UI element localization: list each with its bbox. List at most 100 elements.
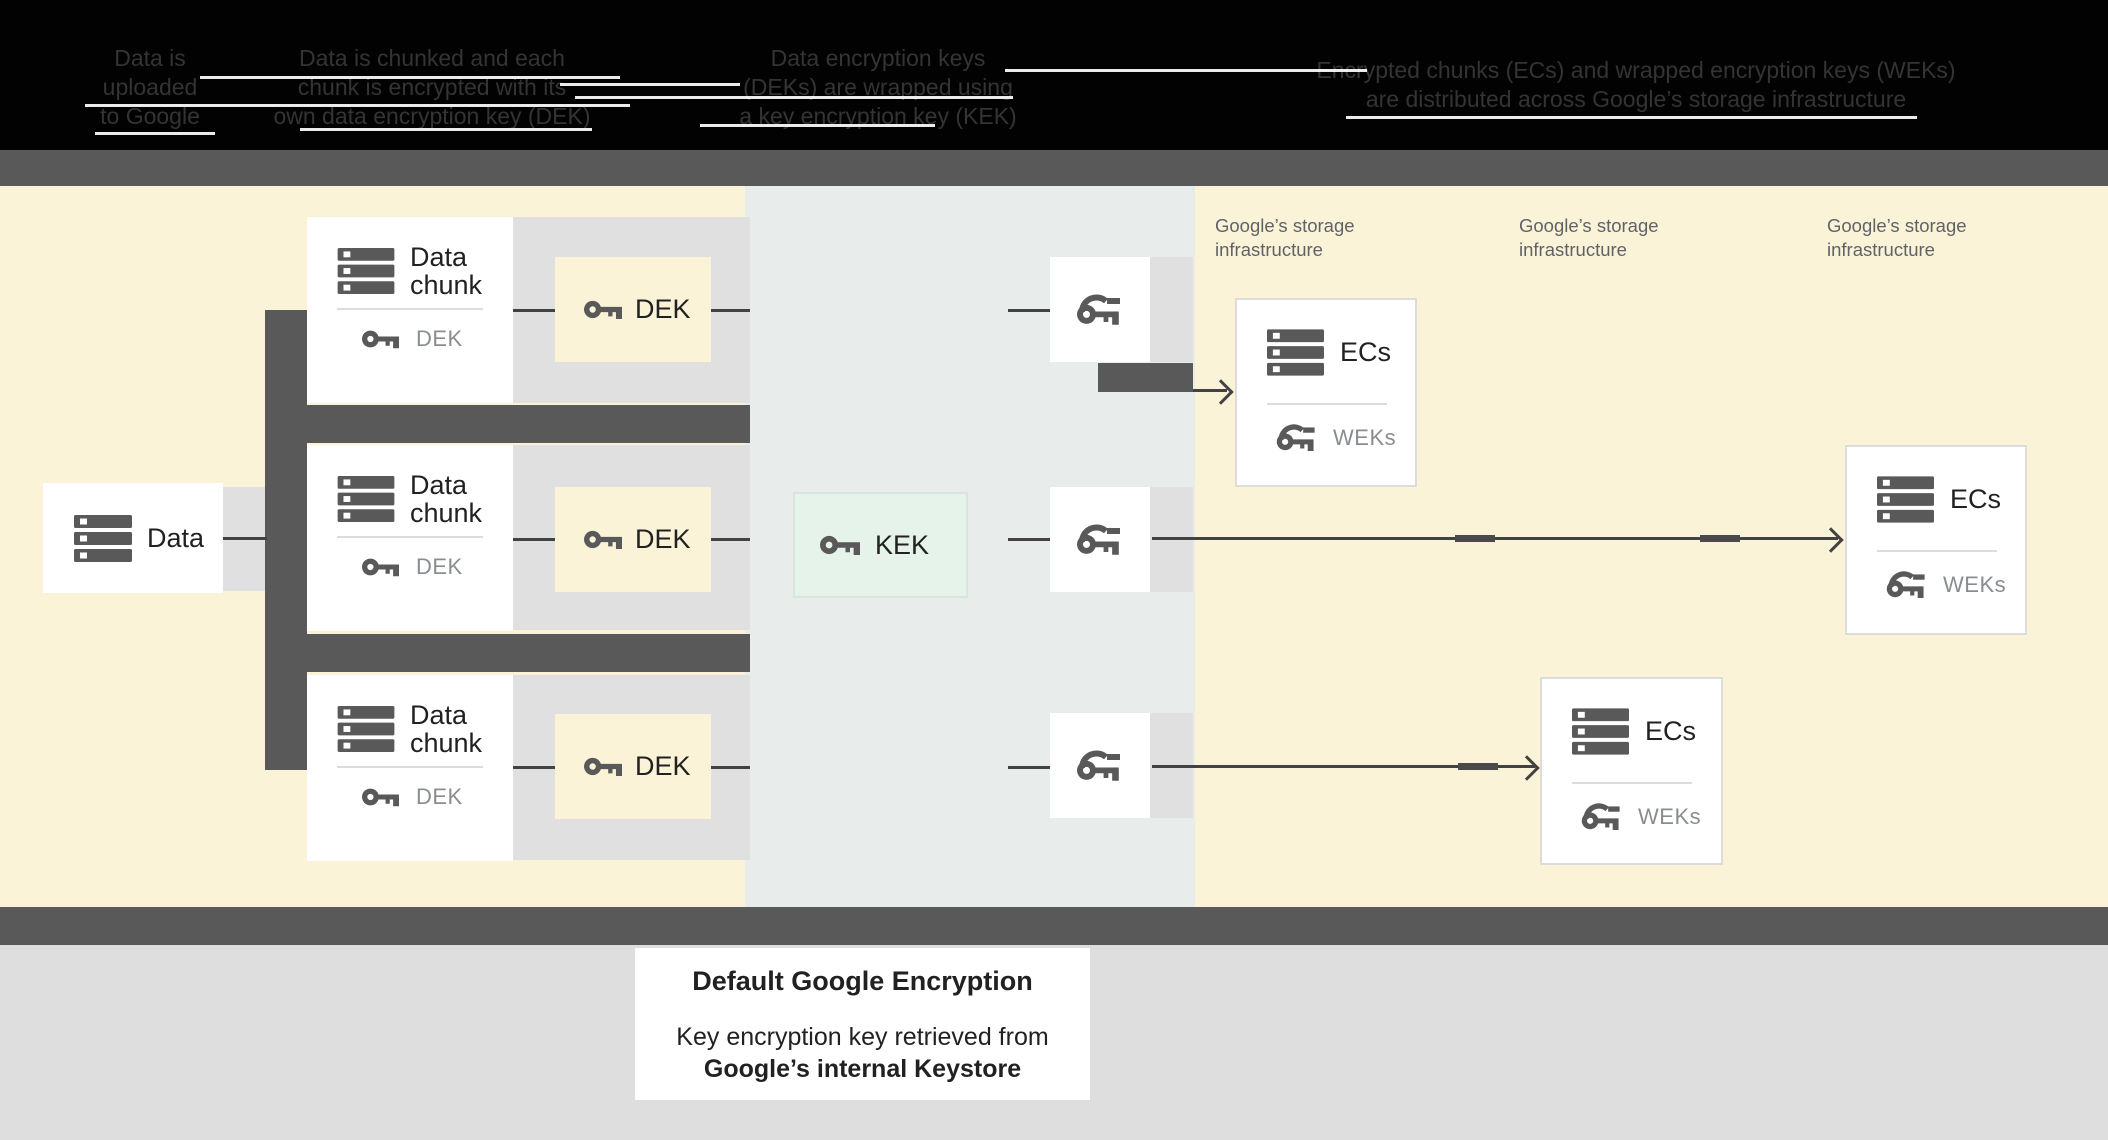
connector-line — [711, 538, 750, 541]
split-branch-bar — [265, 634, 750, 672]
divider — [337, 766, 483, 768]
data-chunk-icon — [337, 476, 395, 522]
kek-box: KEK — [793, 492, 968, 598]
connector-line — [1008, 309, 1050, 312]
dek-box: DEK — [555, 714, 711, 819]
divider — [337, 308, 483, 310]
encrypted-chunks-box: ECs WEKs — [1845, 445, 2027, 635]
data-chunk-icon — [337, 706, 395, 752]
dek-key-icon — [362, 556, 399, 578]
header-underline — [1346, 116, 1917, 119]
legend-line-bold: Google’s internal Keystore — [703, 1055, 1022, 1083]
storage-infrastructure-label: Google’s storage infrastructure — [1215, 215, 1355, 260]
header-step-1-line: Data is — [114, 45, 186, 71]
header-step-1-line: to Google — [100, 103, 200, 129]
dek-sublabel: DEK — [416, 326, 463, 351]
wrapped-key-box — [1050, 257, 1150, 362]
split-branch-bar — [265, 405, 750, 443]
wrapped-key-icon — [1075, 748, 1125, 784]
arrow-dash — [1700, 535, 1740, 542]
dek-label: DEK — [635, 751, 691, 781]
data-chunk-icon — [337, 248, 395, 294]
wek-sublabel: WEKs — [1943, 572, 2007, 597]
kek-label: KEK — [875, 529, 930, 560]
encrypted-chunks-box: ECs WEKs — [1235, 298, 1417, 487]
data-chunk-box: Data chunk DEK — [307, 675, 513, 861]
data-box: Data — [43, 483, 223, 593]
legend-title: Default Google Encryption — [692, 966, 1033, 996]
header-underline — [85, 104, 630, 107]
header-step-4-line: are distributed across Google’s storage … — [1365, 86, 1907, 112]
connector-line — [1008, 766, 1050, 769]
connector-line — [197, 537, 267, 540]
ec-label: ECs — [1645, 716, 1697, 746]
arrow-dash — [1458, 763, 1498, 770]
key-icon — [584, 528, 622, 551]
header-underline — [200, 76, 620, 79]
header-underline — [575, 96, 1013, 99]
data-chunk-label: Data chunk — [410, 242, 483, 300]
header-band: Data is uploaded to Google Data is chunk… — [0, 0, 2108, 150]
header-step-3: Data encryption keys (DEKs) are wrapped … — [708, 44, 1048, 131]
divider — [1267, 403, 1387, 405]
wrapped-key-icon — [1075, 522, 1125, 558]
wek-key-icon — [1275, 422, 1319, 454]
encrypted-chunks-box: ECs WEKs — [1540, 677, 1723, 865]
wek-key-icon — [1885, 569, 1929, 601]
header-step-3-line: (DEKs) are wrapped using — [743, 74, 1013, 100]
dek-key-icon — [362, 328, 399, 350]
connector-line — [711, 309, 750, 312]
connector-line — [513, 538, 555, 541]
split-trunk — [265, 310, 307, 770]
key-icon — [820, 533, 860, 557]
divider — [337, 536, 483, 538]
header-step-3-line: Data encryption keys — [770, 45, 986, 71]
wrapped-key-icon — [1075, 292, 1125, 328]
key-icon — [584, 755, 622, 778]
legend-line: Key encryption key retrieved from — [676, 1023, 1049, 1051]
arrow-line — [1193, 389, 1227, 392]
divider — [1877, 550, 1997, 552]
bottom-separator-bar — [0, 907, 2108, 945]
dek-box: DEK — [555, 257, 711, 362]
wrapped-key-box — [1050, 487, 1150, 592]
connector-line — [513, 766, 555, 769]
dek-key-icon — [362, 786, 399, 808]
header-step-1-line: uploaded — [102, 74, 198, 100]
data-box-label: Data — [147, 522, 205, 553]
data-chunk-label: Data chunk — [410, 470, 483, 528]
header-underline — [560, 83, 740, 86]
data-icon — [73, 514, 133, 562]
header-underline — [95, 132, 215, 135]
arrow-dash — [1455, 535, 1495, 542]
dek-box: DEK — [555, 487, 711, 592]
data-chunk-label: Data chunk — [410, 700, 483, 758]
data-chunk-box: Data chunk DEK — [307, 445, 513, 631]
header-step-1: Data is uploaded to Google — [20, 44, 280, 131]
data-chunk-box: Data chunk DEK — [307, 217, 513, 403]
ec-list-icon — [1572, 707, 1629, 756]
header-underline — [300, 128, 592, 131]
connector-line — [1008, 538, 1050, 541]
arrow-stub — [1098, 363, 1193, 392]
dek-label: DEK — [635, 524, 691, 554]
top-separator-bar — [0, 150, 2108, 186]
header-step-4-line: Encrypted chunks (ECs) and wrapped encry… — [1316, 57, 1956, 83]
ec-list-icon — [1267, 328, 1324, 377]
header-underline — [1005, 69, 1367, 72]
ec-label: ECs — [1340, 337, 1392, 367]
arrow-line — [1152, 765, 1535, 768]
ec-label: ECs — [1950, 484, 2002, 514]
wek-sublabel: WEKs — [1333, 425, 1397, 450]
wek-key-icon — [1580, 801, 1624, 833]
wek-sublabel: WEKs — [1638, 804, 1702, 829]
dek-sublabel: DEK — [416, 784, 463, 809]
header-underline — [700, 124, 935, 127]
ec-list-icon — [1877, 475, 1934, 524]
wrapped-key-shadow — [1150, 257, 1193, 362]
header-step-2-line: Data is chunked and each — [299, 45, 565, 71]
dek-label: DEK — [635, 294, 691, 324]
key-icon — [584, 298, 622, 321]
wrapped-key-box — [1050, 713, 1150, 818]
